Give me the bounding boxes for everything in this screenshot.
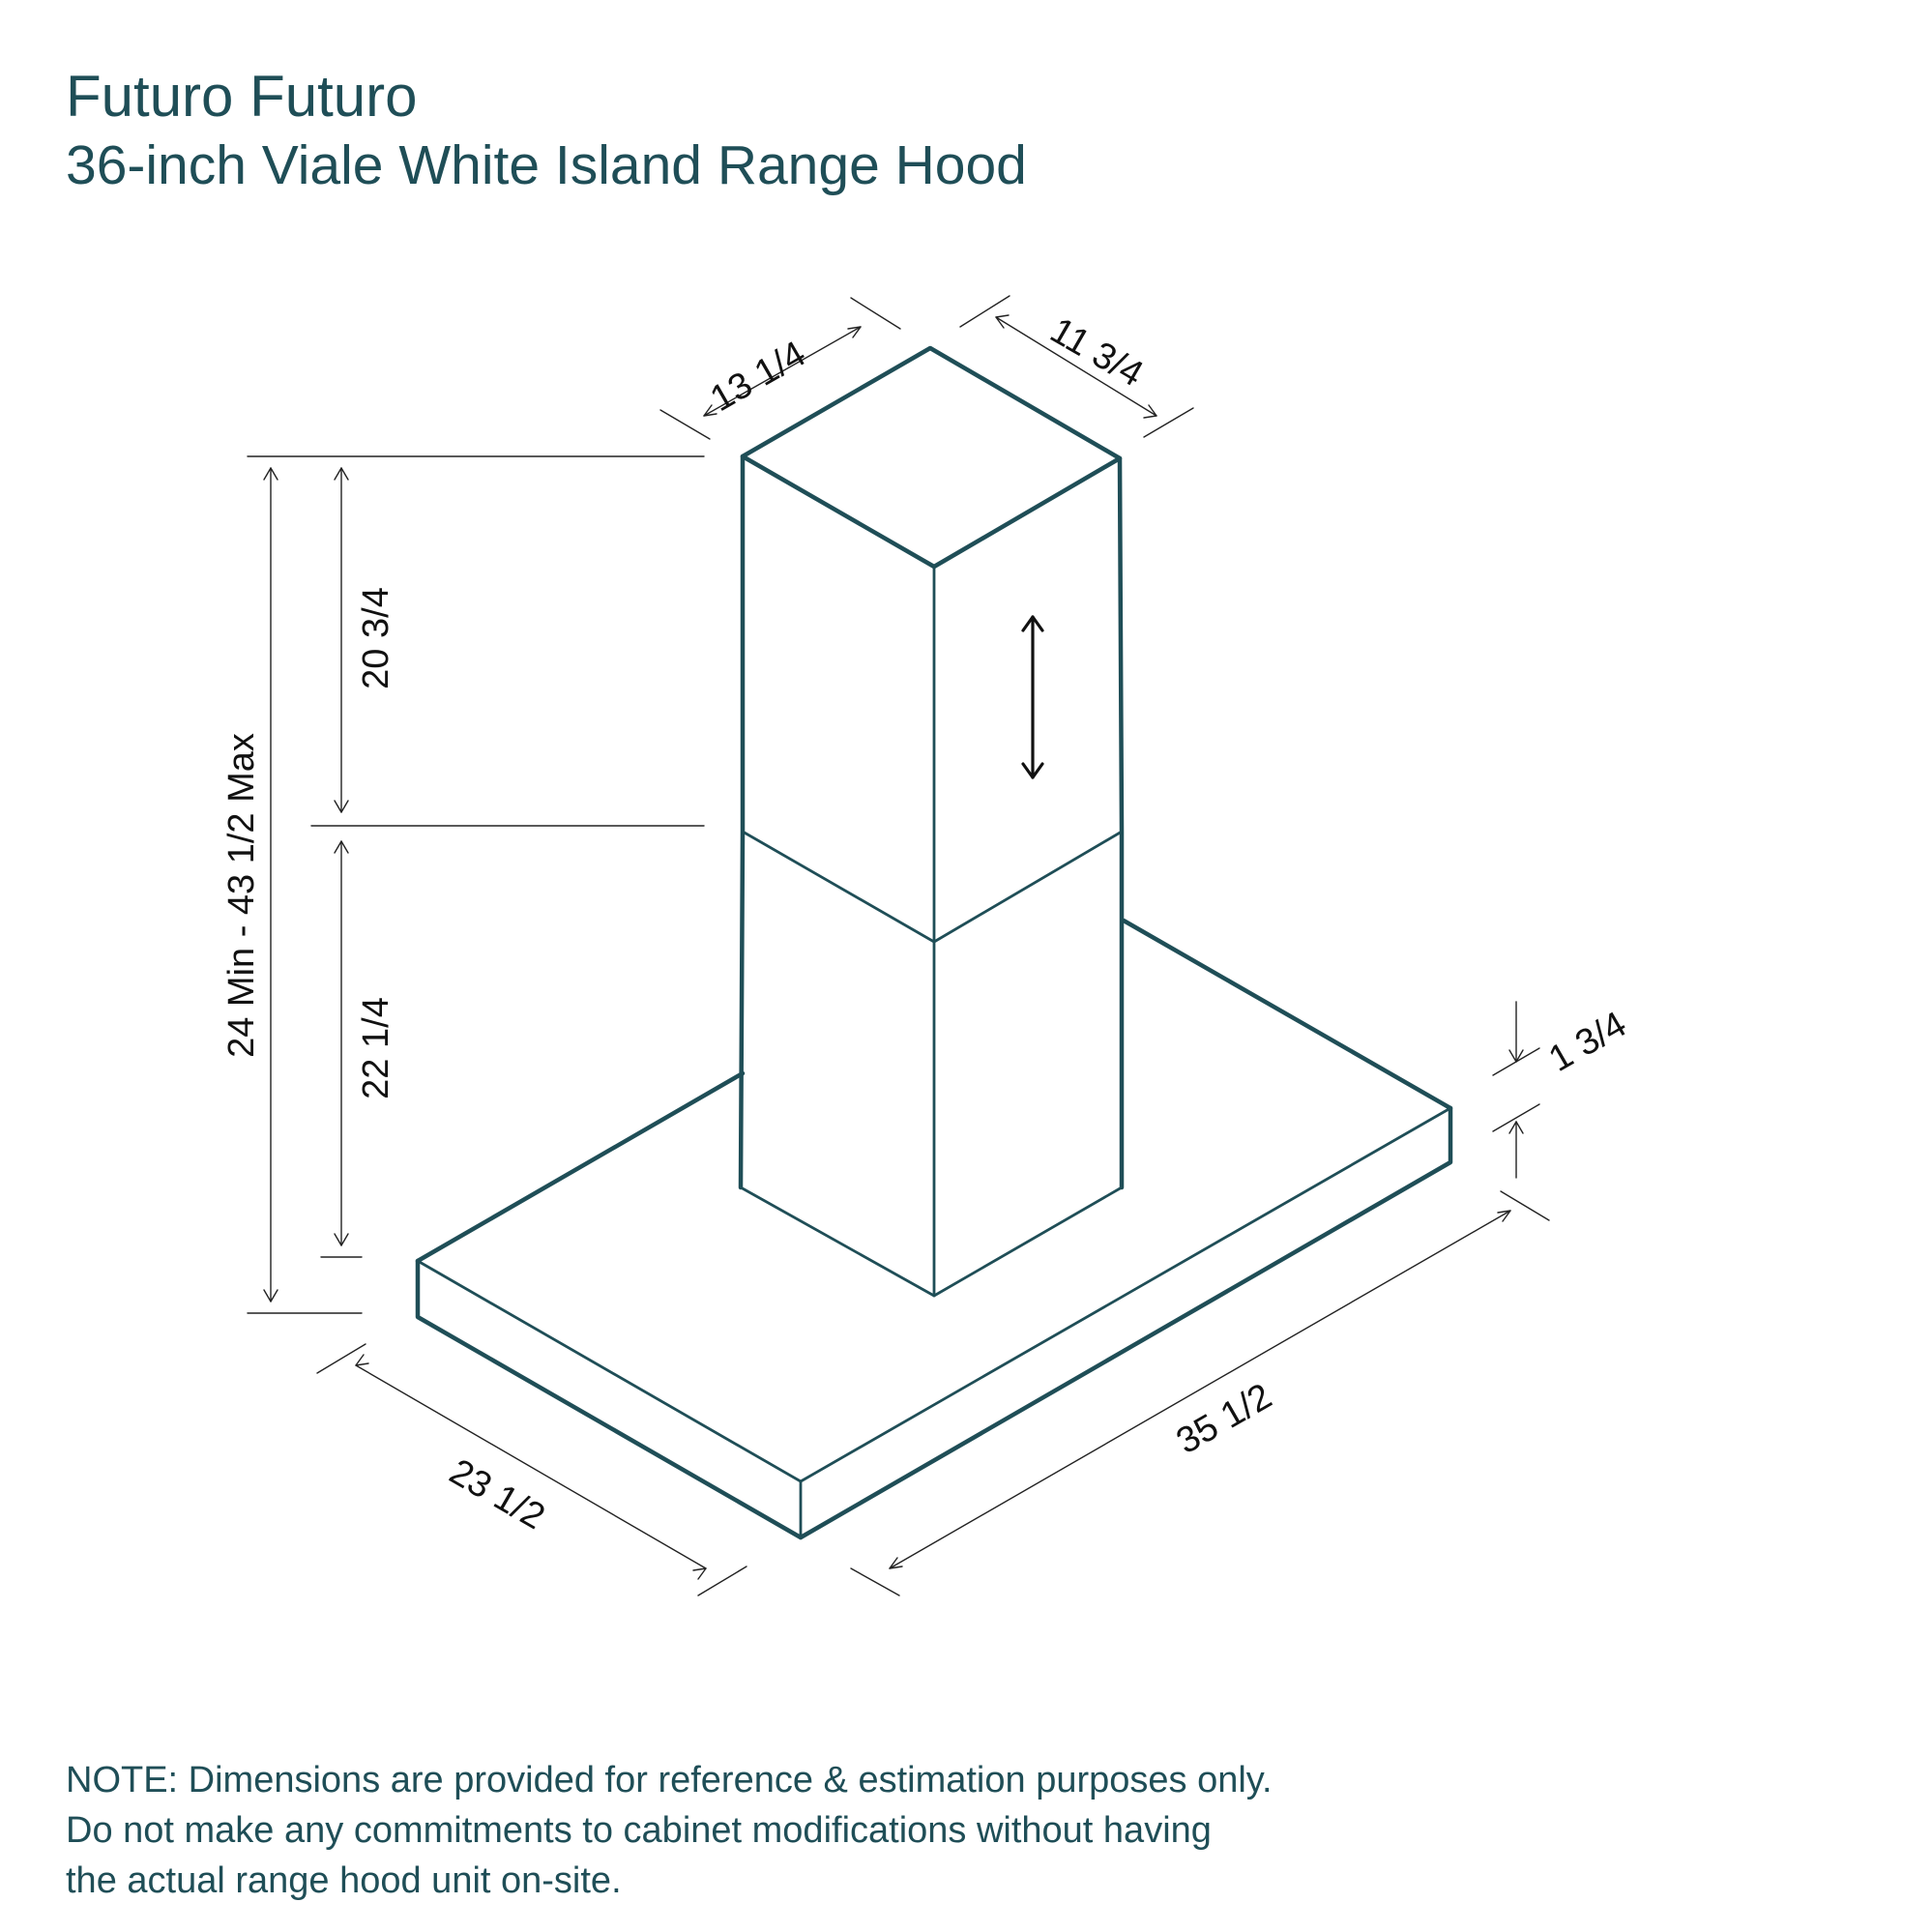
dimension-upper-chimney: 20 3/4 — [310, 467, 705, 827]
canopy-top-front-edge-left — [416, 1259, 803, 1483]
canopy-width-label: 35 1/2 — [1170, 1376, 1279, 1462]
dimension-chimney-depth: 11 3/4 — [959, 295, 1194, 438]
dimension-total-height: 24 Min - 43 1/2 Max — [221, 455, 705, 1314]
product-title: 36-inch Viale White Island Range Hood — [66, 134, 1027, 196]
canopy-back-right-edge — [1121, 918, 1453, 1111]
dimension-canopy-thickness: 1 3/4 — [1492, 1001, 1633, 1179]
canopy-left-face — [415, 1258, 804, 1540]
disclaimer-note: NOTE: Dimensions are provided for refere… — [66, 1755, 1273, 1906]
range-hood-outline — [415, 345, 1453, 1540]
total-height-label: 24 Min - 43 1/2 Max — [221, 733, 262, 1058]
canopy-right-face — [798, 1105, 1453, 1540]
chimney-top-face — [740, 345, 1123, 570]
chimney-left-edge — [738, 454, 746, 1190]
lower-chimney-label: 22 1/4 — [356, 997, 396, 1099]
chimney-depth-label: 11 3/4 — [1043, 310, 1150, 395]
chimney-section-joint — [741, 830, 1124, 944]
upper-chimney-label: 20 3/4 — [356, 587, 396, 689]
canopy-back-left-edge — [415, 1070, 746, 1264]
note-line: NOTE: Dimensions are provided for refere… — [66, 1760, 1273, 1800]
chimney-width-label: 13 1/4 — [704, 334, 813, 420]
title-block: Futuro Futuro 36-inch Viale White Island… — [66, 62, 1027, 199]
canopy-thickness-label: 1 3/4 — [1542, 1004, 1633, 1080]
note-line: the actual range hood unit on-site. — [66, 1860, 622, 1901]
brand-title: Futuro Futuro — [66, 64, 418, 129]
canopy-top-front-edge-right — [799, 1106, 1452, 1483]
canopy-depth-label: 23 1/2 — [443, 1451, 552, 1537]
telescoping-arrow-icon — [1021, 615, 1044, 779]
chimney-right-edge — [1117, 455, 1125, 1190]
dimension-lower-chimney: 22 1/4 — [320, 840, 396, 1258]
note-line: Do not make any commitments to cabinet m… — [66, 1810, 1212, 1851]
dimension-chimney-width: 13 1/4 — [659, 297, 901, 440]
chimney-bottom-edge — [739, 1186, 1124, 1298]
